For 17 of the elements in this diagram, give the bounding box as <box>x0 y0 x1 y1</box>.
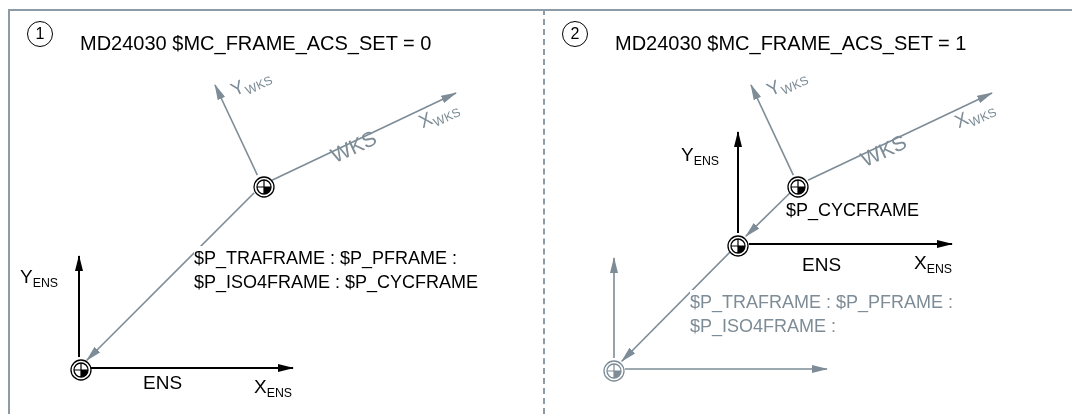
system-label: WKS <box>327 126 380 167</box>
frame-arrow <box>86 192 255 362</box>
origin-symbol <box>253 176 275 198</box>
origin-symbol <box>70 359 92 381</box>
origin-symbol <box>787 176 809 198</box>
frame-arrow <box>745 191 791 238</box>
axis-label: Y$_{ENS}$ <box>20 266 59 288</box>
system-label: ENS <box>143 372 183 394</box>
setting-title: MD24030 $MC_FRAME_ACS_SET = 1 <box>615 31 967 55</box>
system-label: ENS <box>802 254 842 276</box>
frame-arrow <box>620 251 732 362</box>
origin-symbol <box>727 235 749 257</box>
setting-title: MD24030 $MC_FRAME_ACS_SET = 0 <box>80 31 432 55</box>
axis-label: X$_{ENS}$ <box>254 376 293 398</box>
axis-label: X$_{ENS}$ <box>914 252 953 274</box>
axis-label: Y$_{ENS}$ <box>681 144 720 166</box>
origin-symbol <box>603 360 625 382</box>
